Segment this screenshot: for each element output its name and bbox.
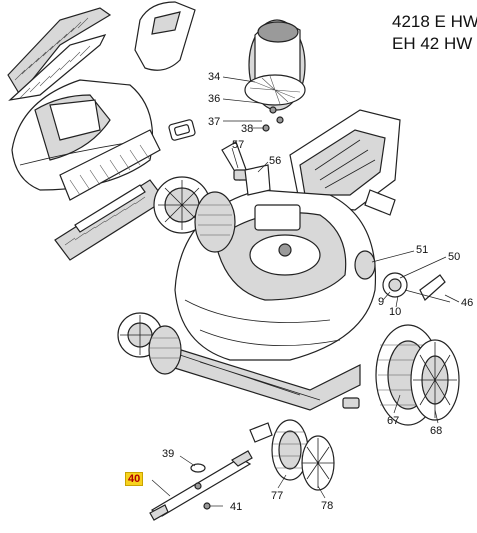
handle-top-piece <box>134 1 196 71</box>
callout-37[interactable]: 37 <box>208 116 221 128</box>
blade <box>149 450 253 521</box>
callout-10[interactable]: 10 <box>389 306 402 318</box>
front-right-hubcap <box>301 435 335 491</box>
callout-68[interactable]: 68 <box>430 425 443 437</box>
callout-56[interactable]: 56 <box>269 155 282 167</box>
switch-box <box>244 164 271 196</box>
callout-77[interactable]: 77 <box>271 490 284 502</box>
grass-bag-grille <box>54 179 166 261</box>
model-title-2: EH 42 HW <box>392 34 473 53</box>
callout-51[interactable]: 51 <box>416 244 429 256</box>
callout-46[interactable]: 46 <box>461 297 474 309</box>
callout-57[interactable]: 57 <box>232 139 245 151</box>
blade-bolt-bottom <box>203 502 211 510</box>
gasket <box>168 119 196 141</box>
callout-40-highlighted[interactable]: 40 <box>125 472 144 486</box>
rear-left-tire <box>194 191 236 253</box>
front-left-tire <box>148 325 182 375</box>
callout-78[interactable]: 78 <box>321 500 334 512</box>
callout-39[interactable]: 39 <box>162 448 175 460</box>
rear-right-hubcap <box>410 339 460 421</box>
motor-fan <box>244 74 306 106</box>
callout-67[interactable]: 67 <box>387 415 400 427</box>
model-title-1: 4218 E HW <box>392 12 477 31</box>
wheel-clips <box>249 397 360 443</box>
callout-9[interactable]: 9 <box>378 296 385 308</box>
front-right-tire <box>271 419 309 481</box>
blade-bolt-top <box>190 463 206 473</box>
handle-grip <box>289 109 401 216</box>
height-lever <box>221 141 249 181</box>
grass-bag-mesh <box>59 129 161 201</box>
callout-38[interactable]: 38 <box>241 123 254 135</box>
grass-bag-frame <box>7 7 112 101</box>
callout-41[interactable]: 41 <box>230 501 243 513</box>
callout-36[interactable]: 36 <box>208 93 221 105</box>
leader-lines <box>151 76 460 507</box>
callout-50[interactable]: 50 <box>448 251 461 263</box>
right-axle-parts <box>354 250 451 303</box>
screws <box>262 106 284 132</box>
callout-34[interactable]: 34 <box>208 71 221 83</box>
